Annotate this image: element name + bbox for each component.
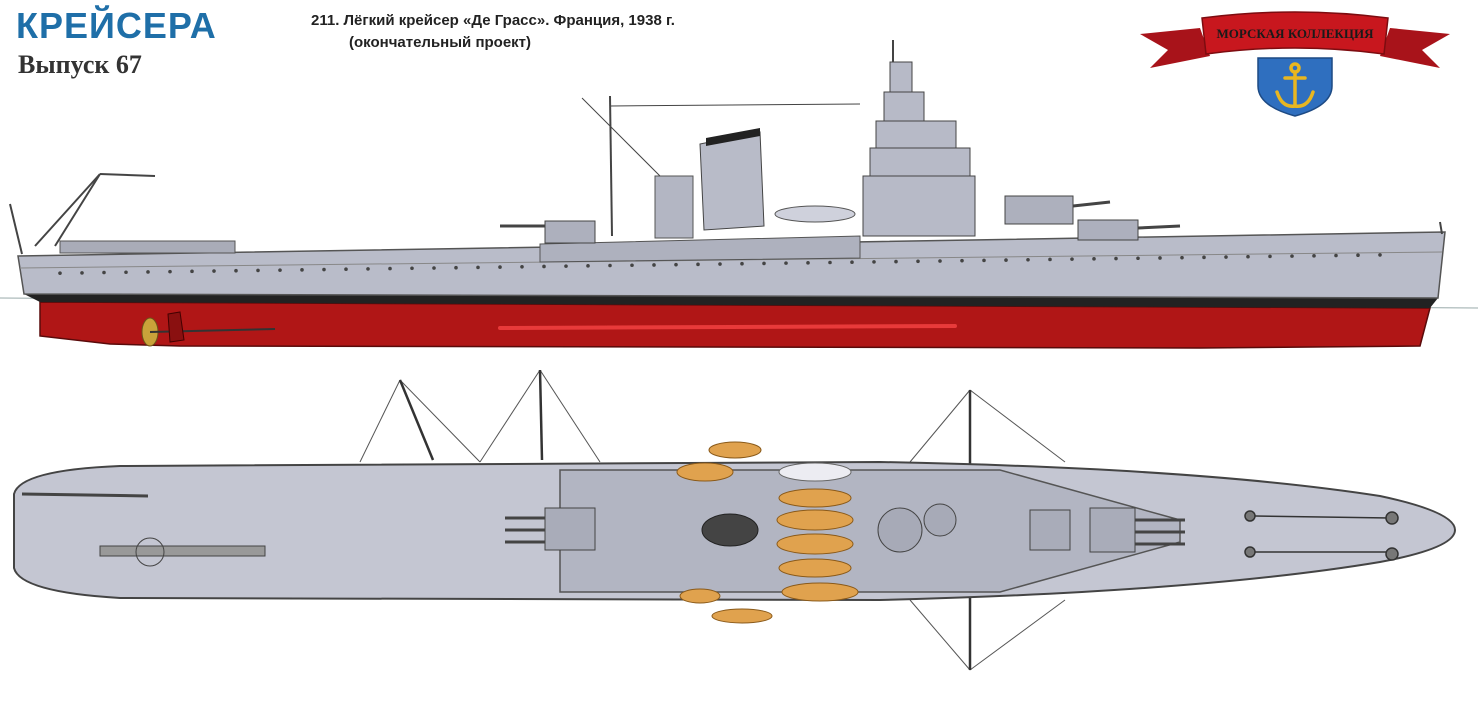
masts xyxy=(581,95,1443,237)
porthole xyxy=(674,262,678,267)
porthole xyxy=(608,263,612,268)
porthole xyxy=(1048,257,1052,262)
porthole xyxy=(1158,256,1162,260)
publisher-logo: МОРСКАЯ КОЛЛЕКЦИЯ xyxy=(1140,11,1450,117)
porthole xyxy=(234,268,238,273)
porthole xyxy=(520,264,524,269)
caption-line-2: (окончательный проект) xyxy=(349,34,532,51)
porthole xyxy=(454,265,458,270)
porthole xyxy=(828,260,832,265)
porthole xyxy=(322,267,326,272)
porthole xyxy=(762,261,766,266)
rangefinder-plan xyxy=(923,503,957,537)
bilge-keel xyxy=(498,324,957,330)
porthole xyxy=(938,259,942,263)
ribbon xyxy=(1201,11,1389,55)
porthole xyxy=(1202,255,1206,260)
porthole xyxy=(256,268,260,273)
funnel-plan xyxy=(701,513,759,547)
catapult xyxy=(21,492,266,567)
turrets-plan xyxy=(505,507,1185,553)
ship-caption: 211. Лёгкий крейсер «Де Грасс». Франция,… xyxy=(311,10,675,54)
porthole xyxy=(718,262,722,266)
anchor-icon xyxy=(1275,62,1315,108)
ribbon-text: МОРСКАЯ КОЛЛЕКЦИЯ xyxy=(1217,26,1375,41)
porthole xyxy=(388,266,392,271)
porthole xyxy=(80,271,84,275)
porthole xyxy=(344,267,348,272)
funnel-cap xyxy=(706,128,760,146)
main-superstructure xyxy=(539,235,861,263)
profile-view xyxy=(0,40,1478,349)
porthole xyxy=(784,261,788,265)
porthole xyxy=(1070,257,1074,261)
porthole xyxy=(1136,256,1140,261)
porthole xyxy=(300,268,304,272)
main-turrets xyxy=(500,195,1181,244)
lifeboat-profile xyxy=(774,205,856,223)
porthole xyxy=(190,269,194,274)
porthole xyxy=(498,265,502,269)
porthole xyxy=(102,270,106,275)
porthole xyxy=(916,259,920,264)
porthole xyxy=(124,270,128,275)
porthole xyxy=(1246,254,1250,259)
porthole xyxy=(564,264,568,268)
rudder xyxy=(167,311,185,343)
issue-number: Выпуск 67 xyxy=(18,50,142,79)
director-plan xyxy=(877,507,923,553)
porthole xyxy=(1356,253,1360,258)
porthole xyxy=(1334,253,1338,258)
superstructure-plan xyxy=(559,469,1181,593)
aft-tower xyxy=(654,175,694,239)
porthole xyxy=(168,269,172,274)
mast-aft xyxy=(398,379,435,461)
porthole xyxy=(982,258,986,263)
forward-tower xyxy=(862,40,976,237)
porthole xyxy=(1004,258,1008,262)
porthole xyxy=(850,260,854,265)
porthole xyxy=(740,261,744,266)
porthole xyxy=(212,269,216,273)
porthole xyxy=(1026,257,1030,262)
ribbon-tail-left xyxy=(1140,28,1210,68)
porthole xyxy=(586,264,590,268)
ribbon-tail-right xyxy=(1380,28,1450,68)
porthole xyxy=(1180,255,1184,260)
series-title: КРЕЙСЕРА xyxy=(16,5,217,46)
porthole xyxy=(630,263,634,268)
lifeboats xyxy=(676,441,859,624)
aft-catapult-deck xyxy=(59,240,236,254)
porthole xyxy=(476,265,480,270)
plan-view xyxy=(13,370,1457,671)
porthole xyxy=(960,258,964,263)
porthole xyxy=(278,268,282,272)
porthole xyxy=(1224,255,1228,259)
porthole xyxy=(696,262,700,267)
porthole xyxy=(894,259,898,264)
porthole xyxy=(1092,257,1096,261)
funnel xyxy=(699,131,765,231)
porthole xyxy=(806,261,810,265)
porthole xyxy=(542,264,546,269)
porthole xyxy=(652,263,656,267)
hull xyxy=(17,231,1446,299)
porthole xyxy=(410,266,414,271)
porthole xyxy=(58,271,62,275)
rigging xyxy=(359,370,1066,671)
caption-line-1: 211. Лёгкий крейсер «Де Грасс». Франция,… xyxy=(311,12,675,29)
porthole xyxy=(146,270,150,274)
porthole xyxy=(366,267,370,271)
mast-mid xyxy=(538,370,544,461)
porthole xyxy=(1114,256,1118,261)
portholes xyxy=(58,253,1382,275)
aircraft-crane xyxy=(9,173,156,255)
porthole xyxy=(1290,254,1294,258)
porthole xyxy=(1312,254,1316,258)
porthole xyxy=(1378,253,1382,257)
bow-fittings xyxy=(1244,510,1399,561)
porthole xyxy=(432,266,436,270)
porthole xyxy=(872,260,876,264)
porthole xyxy=(1268,254,1272,259)
